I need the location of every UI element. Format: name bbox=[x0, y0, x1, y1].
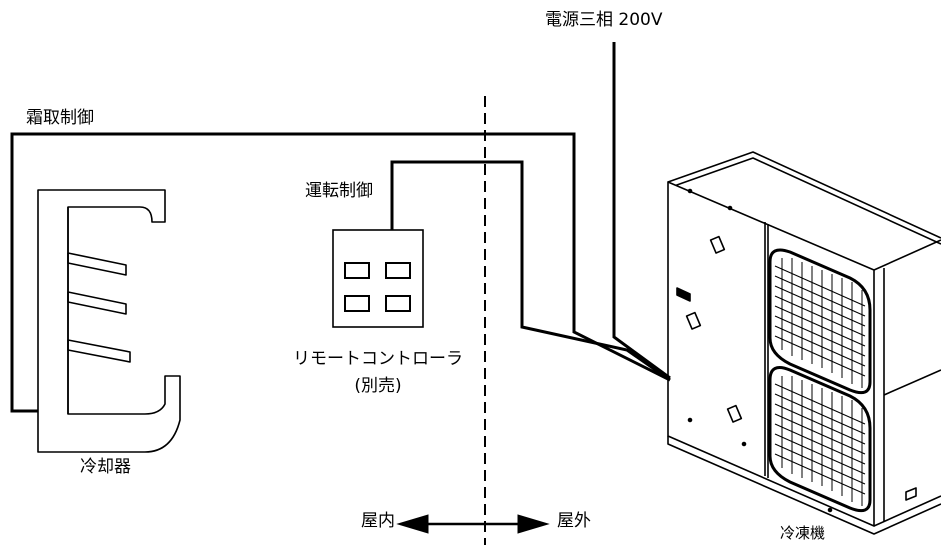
wiring bbox=[10, 42, 671, 413]
outdoor-arrow-head bbox=[517, 514, 550, 534]
lower-fan-guard bbox=[768, 366, 872, 513]
defrost-control-label: 霜取制御 bbox=[26, 108, 94, 128]
remote-button-2 bbox=[385, 262, 411, 279]
power-supply-label: 電源三相 200V bbox=[545, 10, 663, 30]
upper-fan-guard bbox=[768, 248, 872, 395]
remote-controller bbox=[332, 229, 424, 328]
remote-buttons bbox=[344, 262, 411, 312]
power-supply-wire bbox=[612, 42, 671, 380]
remote-button-3 bbox=[344, 295, 370, 312]
condensing-unit-label: 冷凍機 bbox=[780, 524, 826, 542]
outdoor-label: 屋外 bbox=[557, 511, 591, 531]
condensing-unit bbox=[667, 151, 941, 535]
defrost-control-wire bbox=[10, 132, 671, 413]
remote-button-1 bbox=[344, 262, 370, 279]
remote-controller-label: リモートコントローラ bbox=[293, 349, 463, 369]
indoor-label: 屋内 bbox=[361, 511, 395, 531]
cooler-unit bbox=[37, 189, 181, 453]
remote-button-4 bbox=[385, 295, 411, 312]
cooler-label: 冷却器 bbox=[80, 457, 131, 477]
indoor-arrow-head bbox=[396, 514, 429, 534]
operation-control-label: 運転制御 bbox=[305, 181, 373, 201]
direction-arrows bbox=[396, 514, 550, 534]
operation-control-wire bbox=[390, 160, 671, 382]
sold-separately-label: (別売) bbox=[354, 376, 402, 396]
